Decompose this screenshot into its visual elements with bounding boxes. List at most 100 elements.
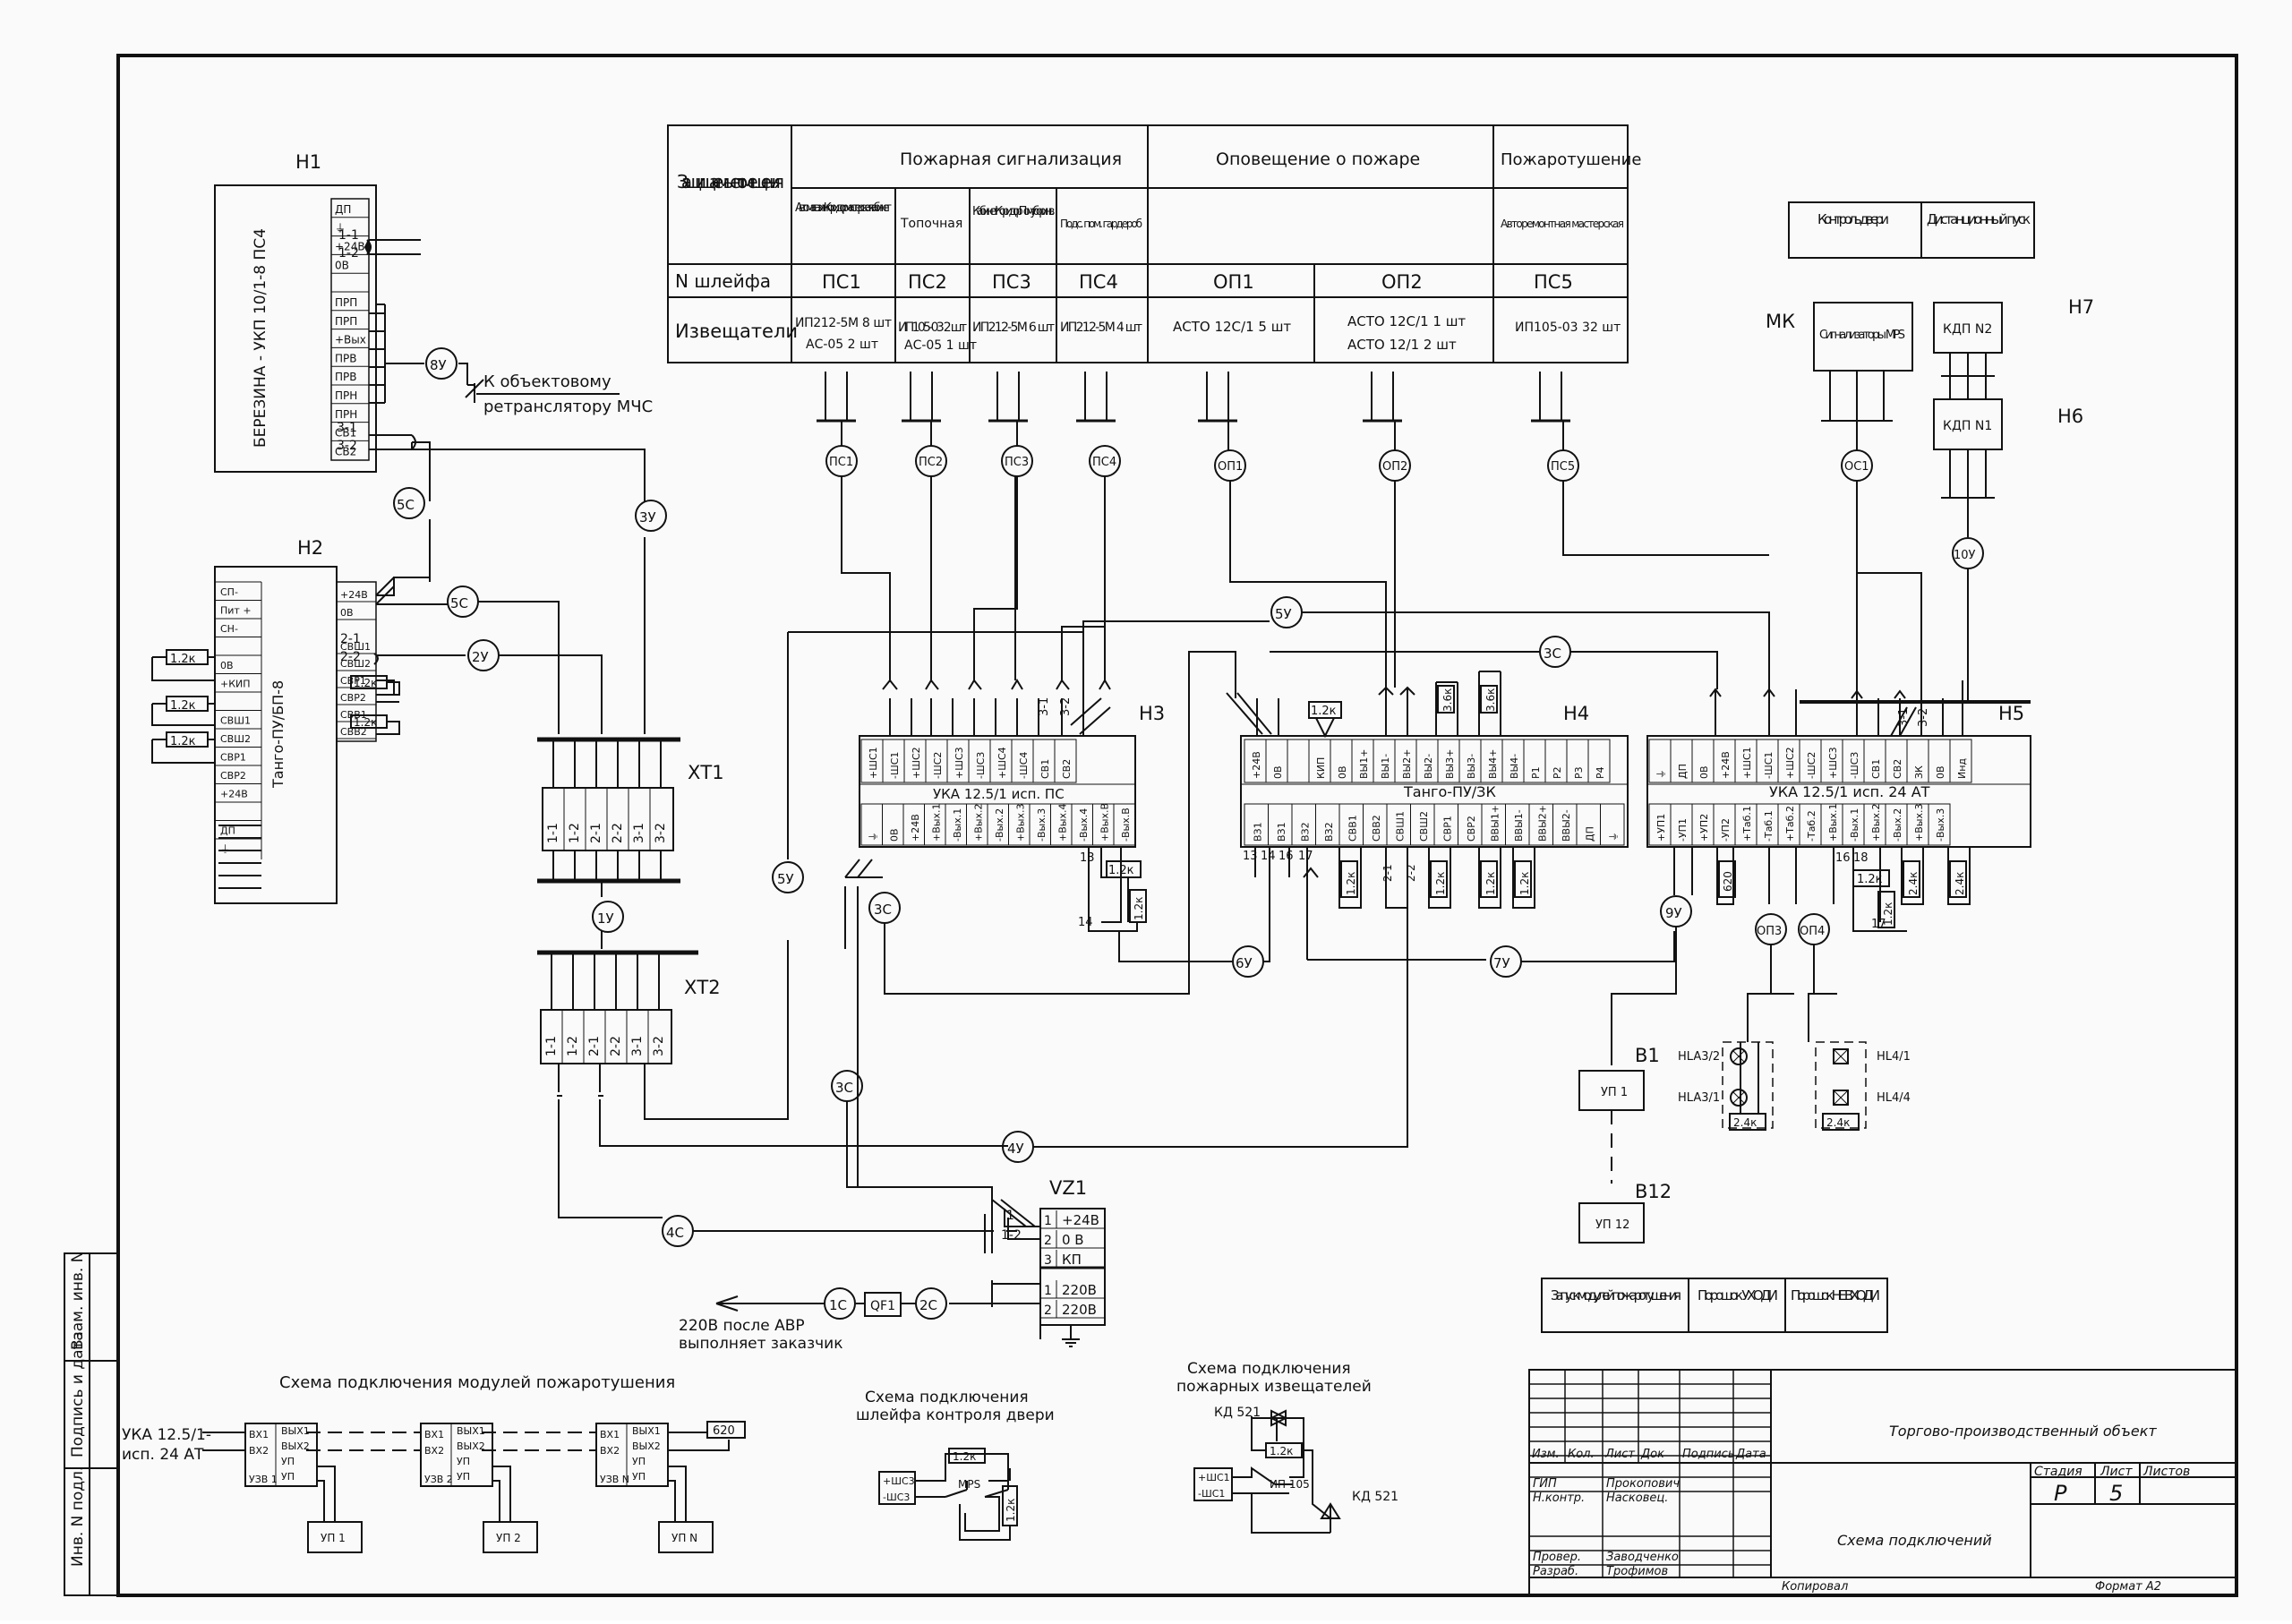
device-terminal: -Вых.1 — [952, 808, 963, 842]
stamp-sheet: 5 — [2109, 1481, 2123, 1506]
hl41-label: HL4/1 — [1877, 1050, 1911, 1064]
h2-rr1: 1.2к — [354, 677, 377, 689]
h1-terminal: +Вых — [335, 334, 366, 346]
terminal-label: 3-1 — [632, 823, 646, 843]
device-terminal: -Вых.2 — [994, 808, 1005, 842]
device-terminal: +24В — [910, 814, 921, 842]
h2-r2-label: 1.2к — [170, 699, 196, 713]
h2-mid-terminal: СВШ1 — [340, 641, 371, 653]
stamp-col: Дата — [1735, 1448, 1766, 1461]
mk-name: Сигнализаторы MPS — [1819, 329, 1905, 342]
module-input: ВХ2 — [249, 1445, 269, 1457]
h2-mid-terminal: СВР2 — [340, 692, 366, 704]
cable-ps3: ПС3 — [1005, 456, 1029, 469]
door-title-2: шлейфа контроля двери — [856, 1406, 1055, 1424]
h2-terminal: ⏚ — [220, 843, 230, 855]
loop-4: ПС4 — [1079, 271, 1118, 293]
kd521-top: КД 521 — [1214, 1406, 1261, 1420]
device-terminal: СВ1 — [1870, 759, 1882, 779]
h3-n14: 14 — [1078, 916, 1093, 929]
module-label: УЗВ 2 — [424, 1474, 453, 1485]
device-terminal: +24В — [1720, 751, 1732, 779]
vz1-row-label: КП — [1062, 1252, 1082, 1268]
h1-term-11: 1-1 — [338, 228, 359, 243]
h3-r1: 1.2к — [1108, 864, 1134, 877]
module-output: ВЫХ2 — [281, 1440, 310, 1452]
device-terminal: 0В — [1698, 765, 1710, 779]
margin-vzam-inv: Взам. инв. N — [69, 1252, 87, 1350]
device-terminal: 0В — [1935, 765, 1946, 779]
terminal-label: 1-1 — [544, 1036, 559, 1056]
h5-r24-b: 2.4к — [1954, 872, 1966, 895]
h4-n22: 2-2 — [1405, 864, 1417, 882]
extinguish-boxes: Запуск модулей пожаротушения Порошок УХО… — [1541, 1278, 1888, 1333]
door-r2: 1.2к — [1005, 1499, 1017, 1522]
box-ne-vhodi: Порошок НЕ ВХОДИ — [1791, 1287, 1880, 1303]
door-term-plus: +ШС3 — [883, 1475, 915, 1487]
vz1-label: VZ1 — [1049, 1177, 1087, 1199]
device-terminal: ВЫ1+ — [1358, 749, 1370, 779]
terminal-label: 3-2 — [652, 1036, 666, 1056]
kd521-right: КД 521 — [1352, 1490, 1398, 1504]
door-term-minus: -ШС3 — [883, 1492, 910, 1503]
cable-5c-b: 5С — [450, 595, 468, 611]
device-terminal: -УП2 — [1720, 818, 1732, 842]
qf1-label: QF1 — [870, 1299, 895, 1313]
uka-line1: УКА 12.5/1- — [122, 1426, 211, 1444]
scheme-detectors: Схема подключения пожарных извещателей К… — [1176, 1360, 1398, 1534]
door-r1: 1.2к — [953, 1450, 976, 1463]
device-terminal: ВЗ2 — [1323, 822, 1335, 842]
stamp-role: Н.контр. — [1533, 1492, 1585, 1505]
hla32-label: HLA3/2 — [1678, 1050, 1720, 1064]
cable-2u: 2У — [472, 649, 489, 665]
power-line2: выполняет заказчик — [679, 1335, 842, 1353]
cable-4c: 4С — [666, 1225, 684, 1241]
module-output: ВЫХ2 — [457, 1440, 485, 1452]
h5-r12-b: 1.2к — [1882, 902, 1894, 926]
h1-terminal: ПРН — [335, 389, 357, 402]
device-terminal: ВЗ2 — [1299, 822, 1311, 842]
device-terminal: -Вых.3 — [1935, 808, 1946, 842]
device-terminal: ВЫ3- — [1466, 754, 1477, 779]
h2-r1-label: 1.2к — [170, 653, 196, 666]
box-launch: Запуск модулей пожаротушения — [1551, 1287, 1681, 1303]
terminal-label: 1-1 — [546, 823, 560, 843]
vz1-row-no: 2 — [1044, 1303, 1052, 1318]
stamp-role: Провер. — [1533, 1551, 1581, 1564]
device-terminal: -ШС3 — [975, 752, 987, 779]
device-terminal: ВЗ1 — [1276, 822, 1287, 842]
h2-terminal: Пит + — [220, 605, 252, 617]
h4-n13: 13 — [1243, 850, 1258, 863]
h5-n18: 18 — [1853, 851, 1869, 865]
device-terminal: ВЫ2+ — [1401, 749, 1413, 779]
stamp-col: Док — [1640, 1448, 1664, 1461]
stamp-person: Насковец. — [1606, 1492, 1668, 1505]
hla31-label: HLA3/1 — [1678, 1091, 1720, 1105]
uka-line2: исп. 24 АТ — [122, 1446, 204, 1464]
device-terminal: ДП — [1677, 764, 1689, 779]
header-table: Защищаемые помещения N шлейфа Извещатели… — [667, 124, 1641, 363]
device-terminal: Инд — [1956, 758, 1968, 779]
device-b1: В1 УП 1 — [1578, 1045, 1660, 1184]
stamp-col: Кол. — [1568, 1448, 1595, 1461]
h2-rr2: 1.2к — [354, 716, 377, 729]
module-label: УЗВ N — [600, 1474, 629, 1485]
cable-9u: 9У — [1665, 905, 1682, 921]
module-output: ВЫХ1 — [457, 1425, 485, 1437]
h4-name: Танго-ПУ/ЗК — [1403, 783, 1496, 800]
loop-3: ПС3 — [992, 271, 1031, 293]
device-terminal: СВВ1 — [1347, 815, 1358, 842]
device-terminal: ЗК — [1913, 765, 1925, 779]
cable-ps2: ПС2 — [919, 456, 943, 469]
det-3a: ИП212-5М 6 шт — [972, 321, 1055, 335]
h4-r-b2: 1.2к — [1434, 872, 1447, 895]
cable-6u: 6У — [1236, 955, 1253, 971]
h2-terminal: +КИП — [220, 679, 251, 690]
h2-mid-terminal: СВВ2 — [340, 726, 367, 738]
vz1-row-label: 0 В — [1062, 1232, 1084, 1248]
device-terminal: +ШС2 — [911, 747, 922, 779]
h3-term-32: 3-2 — [1059, 697, 1073, 716]
